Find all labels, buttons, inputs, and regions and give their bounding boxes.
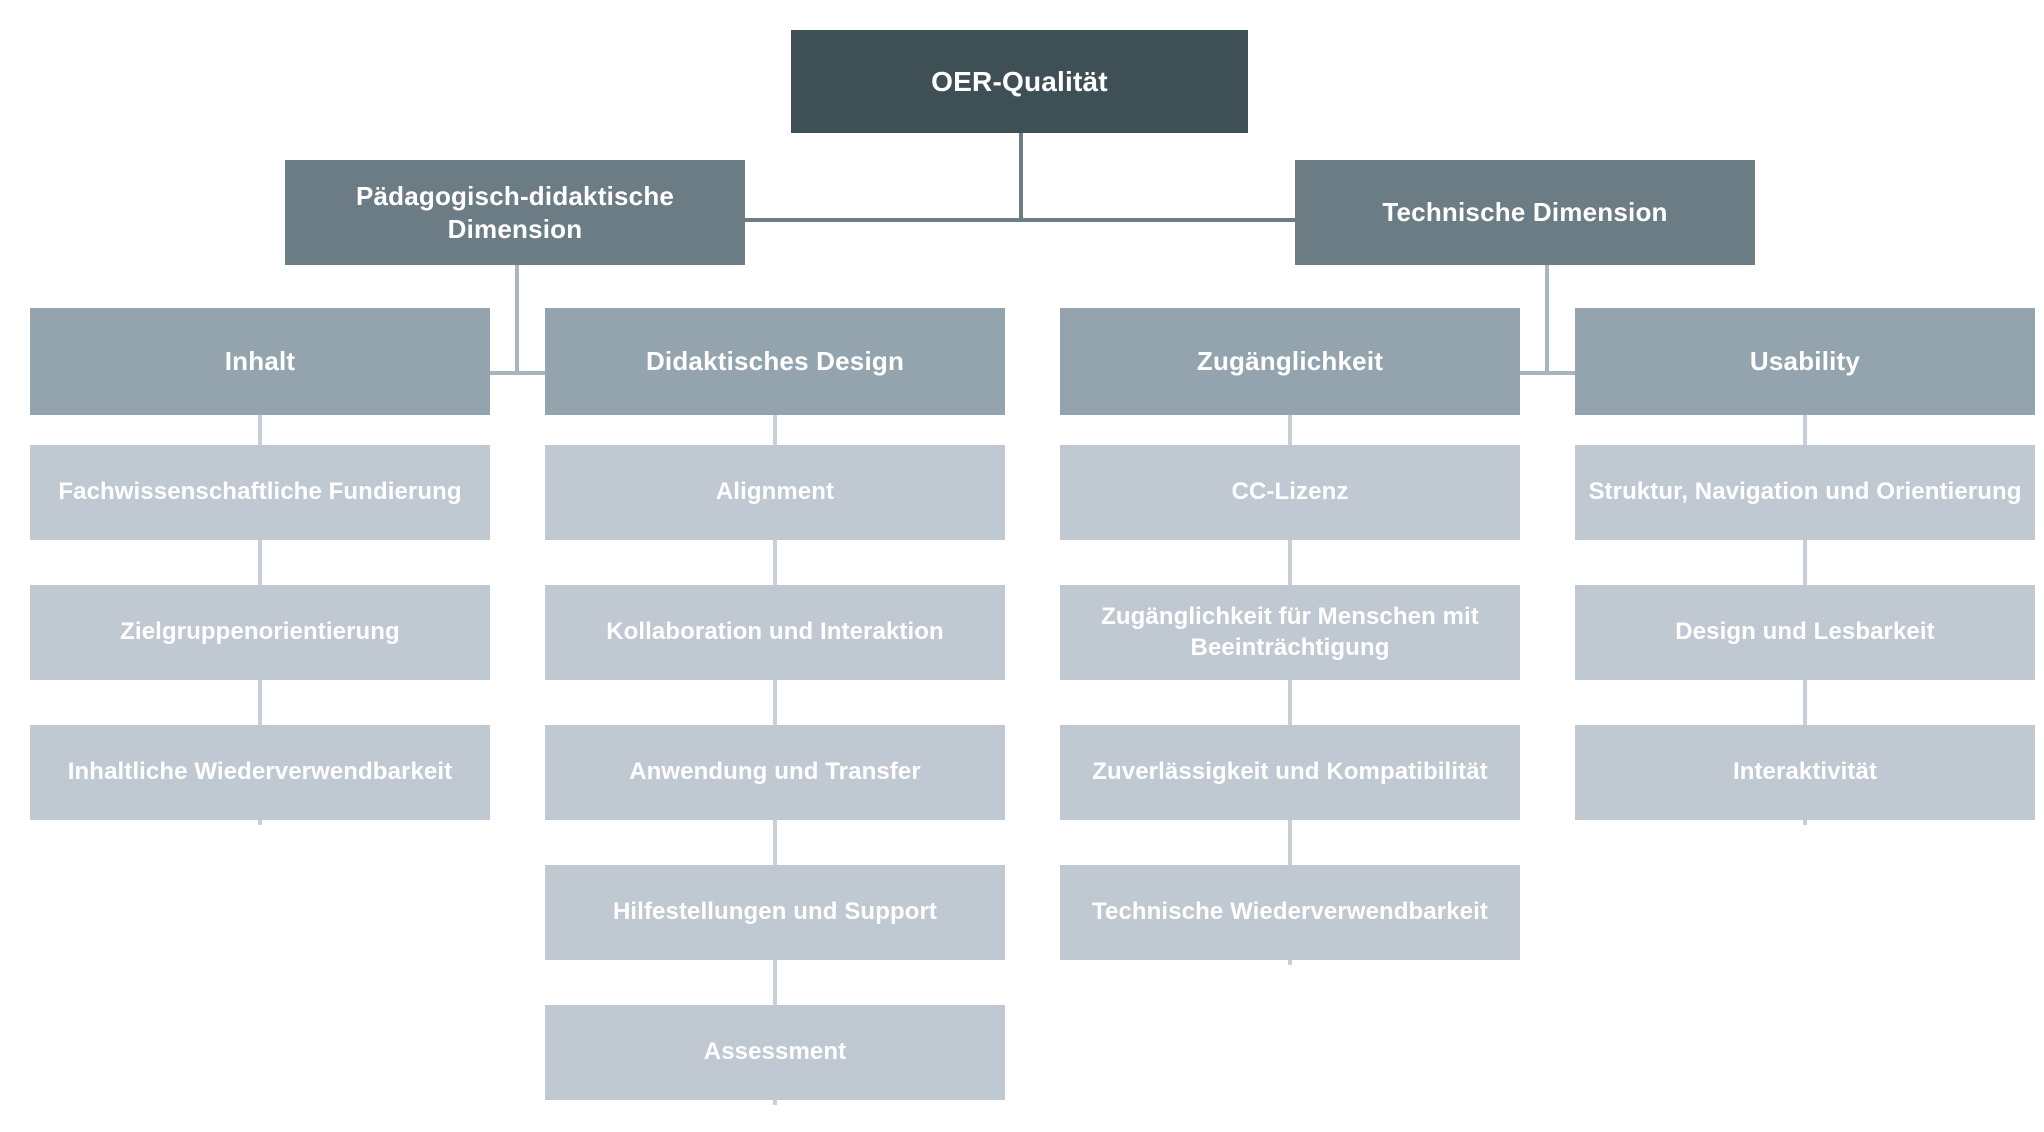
connector-dim2-down <box>1545 265 1549 373</box>
node-label: Didaktisches Design <box>645 346 905 377</box>
node-label: Design und Lesbarkeit <box>1675 618 1935 646</box>
node-label: Anwendung und Transfer <box>629 758 921 786</box>
node-dimension-paedagogisch-didaktisch[interactable]: Pädagogisch-didaktische Dimension <box>285 160 745 265</box>
node-category-usability[interactable]: Usability <box>1575 308 2035 415</box>
leaf-struktur-navigation-und-orientierung[interactable]: Struktur, Navigation und Orientierung <box>1575 445 2035 540</box>
node-label: Interaktivität <box>1732 758 1878 786</box>
connector-dim1-down <box>515 265 519 373</box>
node-category-zugaenglichkeit[interactable]: Zugänglichkeit <box>1060 308 1520 415</box>
leaf-anwendung-und-transfer[interactable]: Anwendung und Transfer <box>545 725 1005 820</box>
node-root-oer-qualitaet[interactable]: OER-Qualität <box>791 30 1248 133</box>
node-label: Kollaboration und Interaktion <box>606 618 944 646</box>
node-label: Technische Dimension <box>1382 197 1668 228</box>
node-label: Struktur, Navigation und Orientierung <box>1588 478 2022 506</box>
leaf-zuverlaessigkeit-und-kompatibilitaet[interactable]: Zuverlässigkeit und Kompatibilität <box>1060 725 1520 820</box>
leaf-zugaenglichkeit-fuer-menschen-mit-beeintraechtigung[interactable]: Zugänglichkeit für Menschen mit Beeinträ… <box>1060 585 1520 680</box>
leaf-kollaboration-und-interaktion[interactable]: Kollaboration und Interaktion <box>545 585 1005 680</box>
leaf-zielgruppenorientierung[interactable]: Zielgruppenorientierung <box>30 585 490 680</box>
node-label: OER-Qualität <box>931 65 1108 97</box>
leaf-design-und-lesbarkeit[interactable]: Design und Lesbarkeit <box>1575 585 2035 680</box>
leaf-technische-wiederverwendbarkeit[interactable]: Technische Wiederverwendbarkeit <box>1060 865 1520 960</box>
node-label: Fachwissenschaftliche Fundierung <box>58 478 462 506</box>
node-label: Alignment <box>715 478 835 506</box>
node-label: Pädagogisch-didaktische Dimension <box>355 180 675 244</box>
node-label: Assessment <box>703 1038 847 1066</box>
connector-col3-spine <box>1288 415 1292 965</box>
leaf-hilfestellungen-und-support[interactable]: Hilfestellungen und Support <box>545 865 1005 960</box>
node-label: Inhalt <box>224 346 296 377</box>
node-label: Usability <box>1749 346 1861 377</box>
node-label: Hilfestellungen und Support <box>612 898 938 926</box>
node-dimension-technisch[interactable]: Technische Dimension <box>1295 160 1755 265</box>
node-category-inhalt[interactable]: Inhalt <box>30 308 490 415</box>
leaf-cc-lizenz[interactable]: CC-Lizenz <box>1060 445 1520 540</box>
leaf-assessment[interactable]: Assessment <box>545 1005 1005 1100</box>
connector-cat-bar-right <box>1520 371 1576 375</box>
node-label: Technische Wiederverwendbarkeit <box>1092 898 1488 926</box>
node-label: Zielgruppenorientierung <box>120 618 400 646</box>
node-label: Zugänglichkeit <box>1196 346 1384 377</box>
leaf-inhaltliche-wiederverwendbarkeit[interactable]: Inhaltliche Wiederverwendbarkeit <box>30 725 490 820</box>
leaf-interaktivitaet[interactable]: Interaktivität <box>1575 725 2035 820</box>
node-label: Inhaltliche Wiederverwendbarkeit <box>67 758 453 786</box>
node-label: Zuverlässigkeit und Kompatibilität <box>1092 758 1488 786</box>
connector-root-down <box>1019 133 1023 220</box>
leaf-fachwissenschaftliche-fundierung[interactable]: Fachwissenschaftliche Fundierung <box>30 445 490 540</box>
node-category-didaktisches-design[interactable]: Didaktisches Design <box>545 308 1005 415</box>
leaf-alignment[interactable]: Alignment <box>545 445 1005 540</box>
connector-cat-bar-left <box>490 371 546 375</box>
node-label: CC-Lizenz <box>1231 478 1349 506</box>
node-label: Zugänglichkeit für Menschen mit Beeinträ… <box>1101 603 1479 661</box>
connector-dimension-bar <box>739 218 1301 222</box>
